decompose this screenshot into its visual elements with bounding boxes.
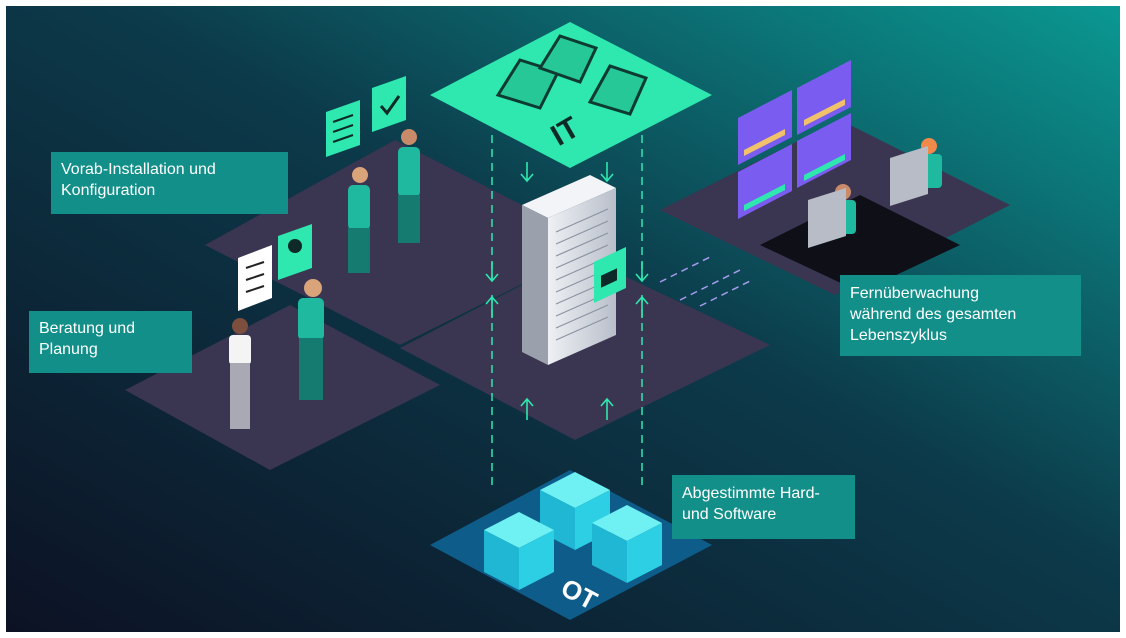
label-matched-hardware: Abgestimmte Hard- und Software — [672, 475, 855, 539]
checklist-icon — [238, 245, 272, 311]
dashboard-icon — [594, 247, 626, 303]
label-pre-installation-line-2: Konfiguration — [61, 182, 156, 199]
flow-arrows — [485, 162, 649, 420]
label-consulting-line-1: Beratung und — [39, 320, 136, 337]
data-flow-lines — [491, 135, 643, 490]
label-remote-monitoring-line-2: während des gesamten — [850, 306, 1017, 323]
server-rack-icon — [522, 175, 616, 365]
laptop-icon — [495, 34, 649, 116]
label-remote-monitoring-line-3: Lebenszyklus — [850, 327, 947, 344]
checkmark-icon — [372, 76, 406, 132]
label-consulting-line-2: Planung — [39, 341, 98, 358]
label-pre-installation-line-1: Vorab-Installation und — [61, 161, 216, 178]
it-platform: IT — [430, 22, 712, 168]
label-consulting: Beratung und Planung — [29, 311, 192, 373]
ot-platform: OT — [430, 470, 712, 620]
label-pre-installation: Vorab-Installation und Konfiguration — [51, 152, 288, 214]
desk-mat — [760, 195, 960, 292]
person-icon — [229, 129, 942, 429]
sliders-icon — [326, 100, 360, 157]
label-matched-hardware-line-1: Abgestimmte Hard- — [682, 485, 820, 502]
label-matched-hardware-line-2: und Software — [682, 506, 777, 523]
label-remote-monitoring-line-1: Fernüberwachung — [850, 285, 979, 302]
remote-connection-lines — [659, 255, 753, 307]
monitor-icon — [808, 146, 928, 248]
lightbulb-icon — [278, 224, 312, 280]
cube-gear-icon — [484, 472, 662, 590]
label-remote-monitoring: Fernüberwachung während des gesamten Leb… — [840, 275, 1081, 356]
dashboard-screens — [738, 60, 851, 219]
platform-consulting — [125, 305, 440, 470]
